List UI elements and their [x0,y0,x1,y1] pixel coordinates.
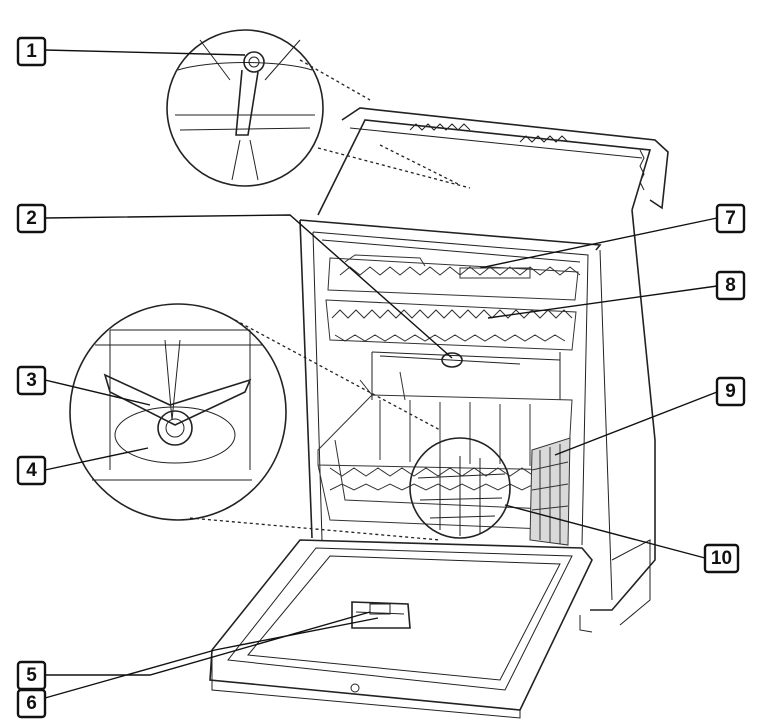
svg-text:10: 10 [711,548,732,569]
dishwasher-door [209,539,593,719]
svg-text:6: 6 [26,693,37,714]
callout-10: 10 [703,543,740,574]
lower-spray-detail [69,303,441,541]
callout-5: 5 [16,660,47,691]
svg-text:5: 5 [26,665,37,686]
svg-text:9: 9 [725,381,736,402]
svg-text:7: 7 [725,208,736,229]
lower-rack [317,371,573,531]
svg-text:1: 1 [26,41,37,62]
callout-9: 9 [715,376,746,407]
callout-3: 3 [16,365,47,396]
callout-7: 7 [715,203,746,234]
callout-8: 8 [715,270,746,301]
leader-lines [44,49,718,699]
cutlery-basket [529,437,571,546]
upper-spray-detail [166,29,471,189]
svg-text:4: 4 [26,460,37,481]
callout-4: 4 [16,455,47,486]
callout-2: 2 [16,203,47,234]
svg-text:3: 3 [26,370,37,391]
filter-detail [409,437,511,539]
svg-text:8: 8 [725,275,736,296]
svg-text:2: 2 [26,208,37,229]
callout-6: 6 [16,688,47,719]
upper-rack [325,254,581,400]
dishwasher-cabinet [299,107,669,633]
callout-1: 1 [16,36,47,67]
